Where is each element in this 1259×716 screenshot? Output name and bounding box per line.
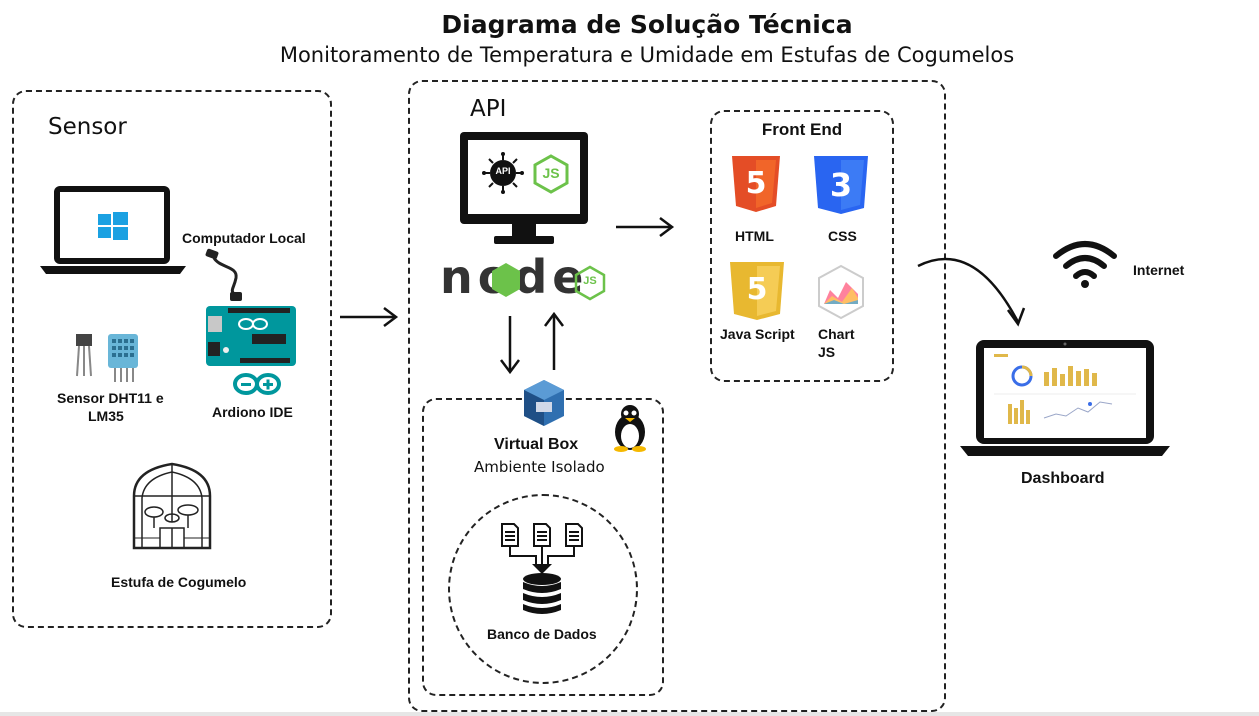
api-monitor-badge: API: [495, 166, 511, 176]
html5-icon: [732, 156, 780, 212]
virtualbox-subtitle: Ambiente Isolado: [474, 458, 605, 476]
documents-icon: [501, 523, 583, 574]
chartjs-icon: [818, 264, 864, 320]
nodejs-hex-icon: [533, 154, 569, 194]
sensor-label-line1: Sensor DHT11 e: [57, 390, 164, 406]
virtualbox-cube-icon: [524, 380, 564, 426]
wifi-icon: [1053, 241, 1117, 288]
arduino-label: Ardiono IDE: [212, 404, 293, 420]
api-heading: API: [470, 96, 507, 122]
virtualbox-title: Virtual Box: [494, 436, 579, 453]
api-group-box: [408, 80, 946, 712]
linux-tux-icon: [614, 405, 646, 452]
css3-badge: 3: [829, 166, 853, 204]
html-label: HTML: [735, 228, 774, 244]
arrow-api-to-db: [500, 316, 520, 375]
greenhouse-label: Estufa de Cogumelo: [111, 574, 247, 590]
sensor-label-line2: LM35: [88, 408, 124, 424]
chartjs-label-line1: Chart: [818, 326, 855, 342]
diagram-title: Diagrama de Solução Técnica: [441, 10, 853, 39]
css-label: CSS: [828, 228, 857, 244]
dashboard-label: Dashboard: [1021, 470, 1105, 487]
dashboard-laptop-icon: [960, 340, 1170, 456]
node-js-small-label: JS: [583, 275, 597, 287]
arduino-logo-icon: [233, 373, 281, 395]
javascript-icon: [730, 262, 784, 320]
frontend-group-box: [710, 110, 894, 382]
arrow-api-to-frontend: [616, 217, 675, 237]
dht11-sensor-icon: [108, 334, 138, 382]
node-js-small-hex-icon: [574, 265, 606, 301]
usb-cable-icon: [205, 248, 242, 301]
node-logo-hexagon-icon: [492, 263, 520, 297]
javascript-badge: 5: [746, 272, 768, 307]
laptop-windows-icon: [40, 186, 186, 274]
greenhouse-icon: [132, 462, 212, 550]
api-gear-icon: [482, 152, 524, 194]
nodejs-hex-label: JS: [542, 165, 560, 181]
frontend-heading: Front End: [761, 120, 843, 139]
javascript-label: Java Script: [720, 326, 795, 342]
bottom-border: [0, 712, 1259, 716]
computer-label: Computador Local: [182, 230, 306, 246]
internet-label: Internet: [1133, 262, 1185, 278]
api-monitor-icon: [460, 132, 588, 244]
database-circle: [448, 494, 638, 684]
css3-icon: [814, 156, 868, 214]
sensor-group-box: [12, 90, 332, 628]
diagram-subtitle: Monitoramento de Temperatura e Umidade e…: [279, 43, 1015, 67]
chartjs-label-line2: JS: [818, 344, 836, 360]
sensor-heading: Sensor: [48, 114, 127, 140]
arrow-sensor-to-api: [340, 307, 399, 327]
database-label: Banco de Dados: [487, 626, 597, 642]
lm35-sensor-icon: [76, 334, 92, 377]
html5-badge: 5: [745, 166, 767, 201]
arduino-board-icon: [206, 306, 296, 366]
database-icon: [523, 573, 561, 614]
arrow-frontend-to-dashboard: [917, 257, 1026, 327]
arrow-db-to-api: [544, 311, 564, 370]
